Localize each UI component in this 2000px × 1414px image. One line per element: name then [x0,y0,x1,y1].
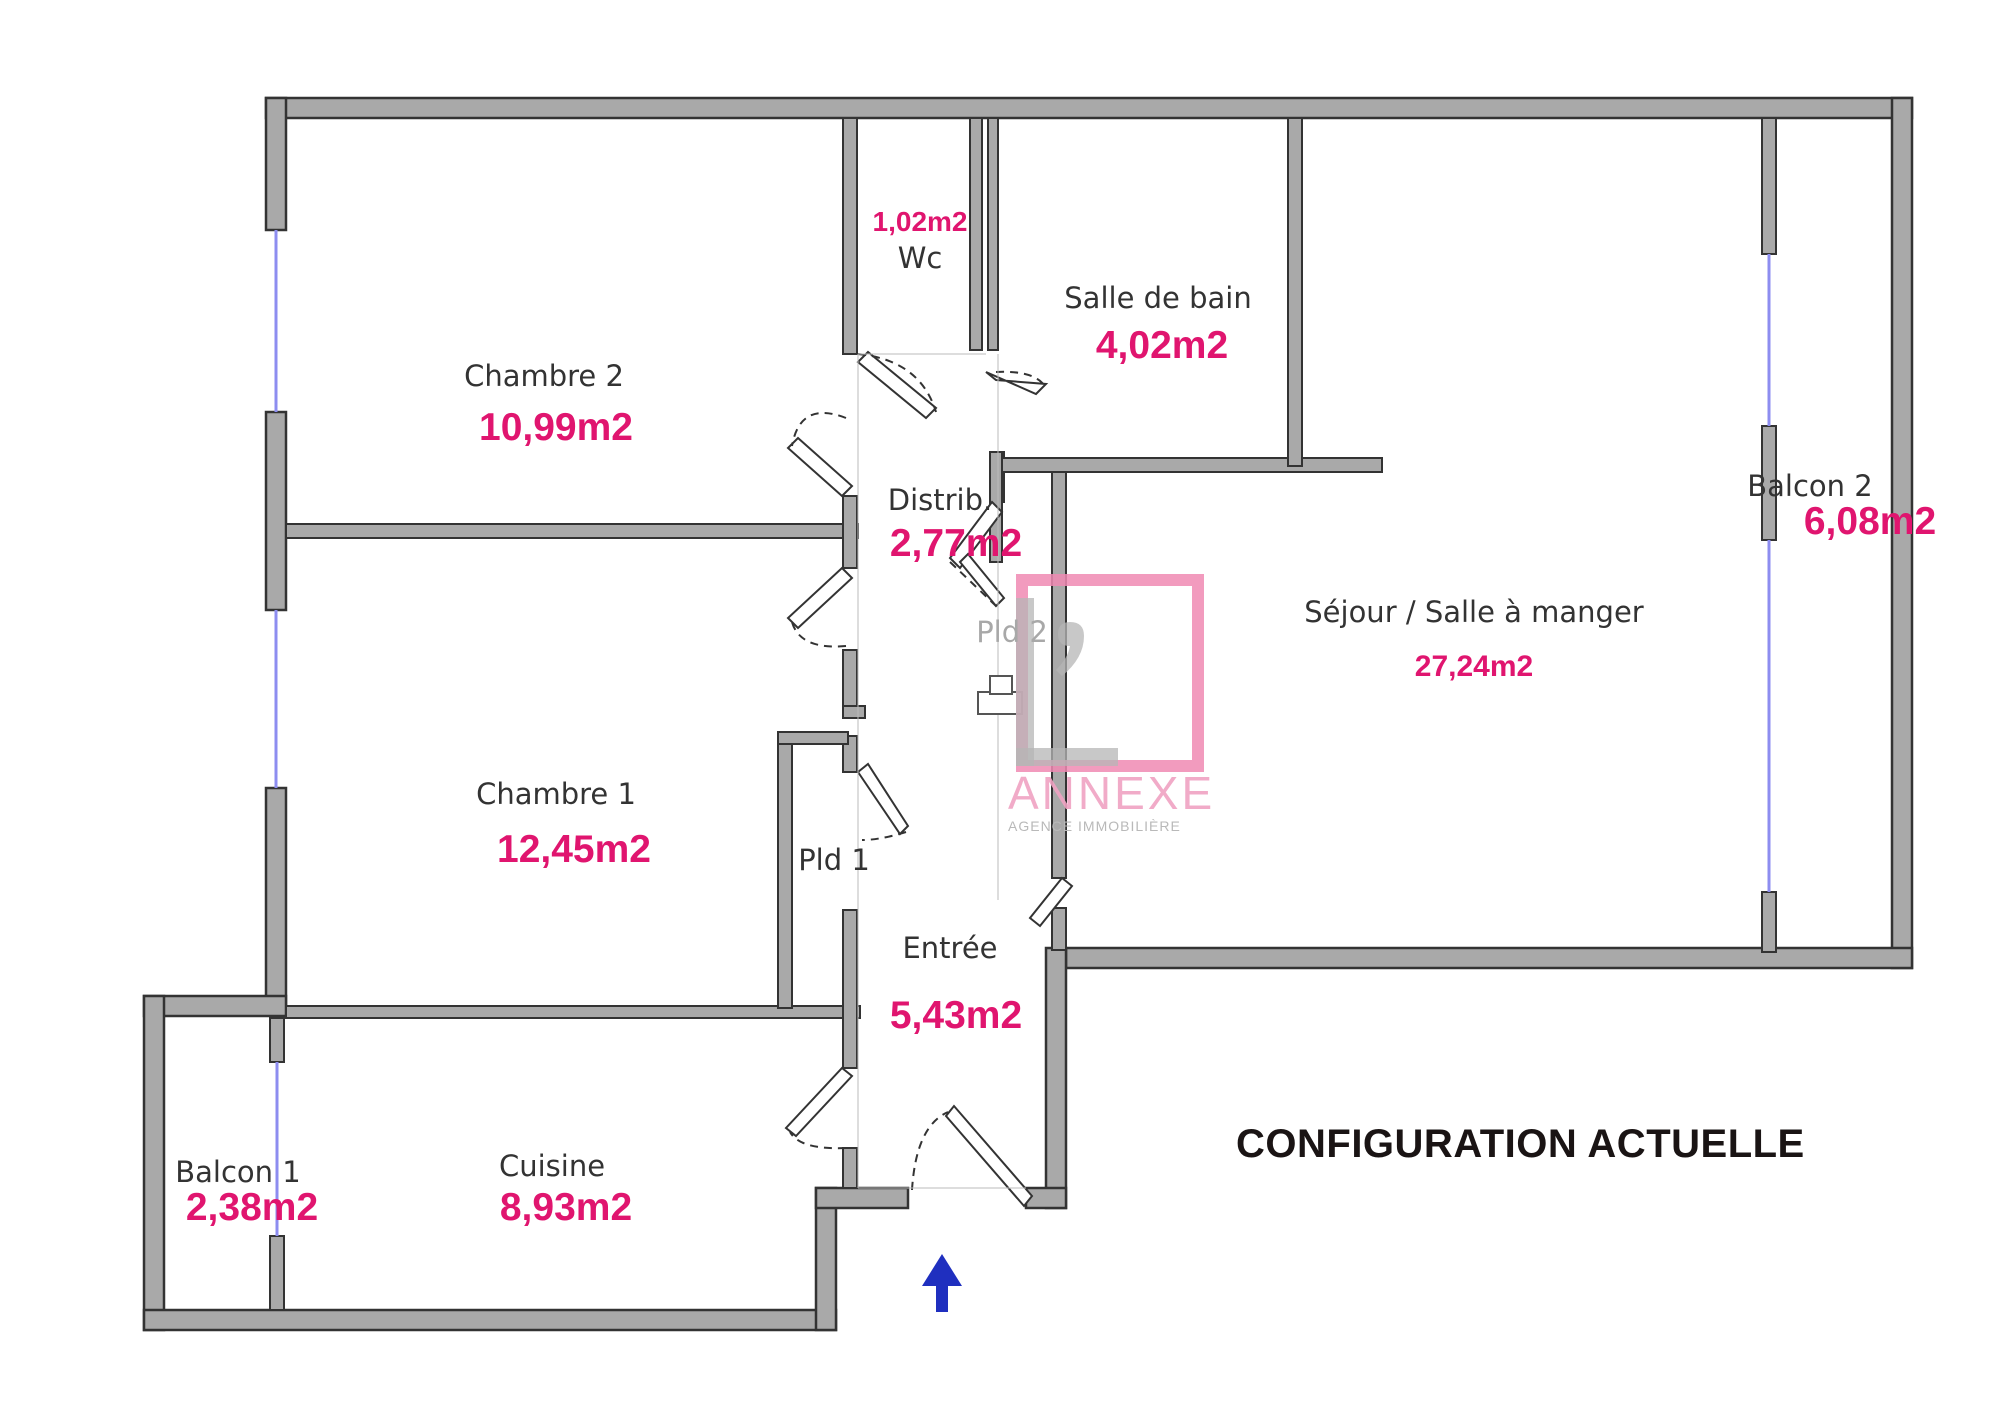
logo-word: ANNEXE [1008,767,1216,819]
outer-walls [142,96,1914,1332]
room-name-chambre-1: Chambre 1 [476,777,636,811]
room-area-balcon-2: 6,08m2 [1803,500,1937,543]
room-name-sejour: Séjour / Salle à manger [1304,595,1644,629]
watermark-logo [1016,574,1204,772]
room-area-distrib: 2,77m2 [889,522,1023,565]
room-area-cuisine: 8,93m2 [499,1186,633,1229]
room-name-chambre-2: Chambre 2 [464,359,624,393]
pld2-cabinet [977,675,1023,715]
room-name-wc: Wc [897,241,943,275]
room-area-salle-de-bain: 4,02m2 [1095,324,1229,367]
room-name-pld-1: Pld 1 [798,843,870,877]
room-area-sejour: 27,24m2 [1414,650,1534,683]
doors [784,350,1074,1208]
interior-walls [269,117,1777,1311]
room-area-chambre-2: 10,99m2 [479,406,633,449]
room-name-distrib: Distrib. [887,483,993,517]
room-name-entree: Entrée [902,931,998,965]
room-name-salle-de-bain: Salle de bain [1064,281,1252,315]
room-area-wc: 1,02m2 [872,206,968,237]
plan-caption: CONFIGURATION ACTUELLE [1236,1122,1805,1166]
room-name-balcon-2: Balcon 2 [1747,469,1873,503]
room-area-chambre-1: 12,45m2 [497,828,651,871]
guide-lines [857,353,1026,1189]
door-swings [789,353,1047,1191]
logo-subtitle: AGENCE IMMOBILIÈRE [1008,818,1181,834]
room-area-balcon-1: 2,38m2 [185,1186,319,1229]
entry-arrow-icon [922,1254,962,1312]
room-name-cuisine: Cuisine [498,1149,606,1183]
room-area-entree: 5,43m2 [889,994,1023,1037]
room-name-balcon-1: Balcon 1 [175,1155,301,1189]
windows [274,230,1771,1236]
room-name-pld-2: Pld 2 [976,615,1048,649]
